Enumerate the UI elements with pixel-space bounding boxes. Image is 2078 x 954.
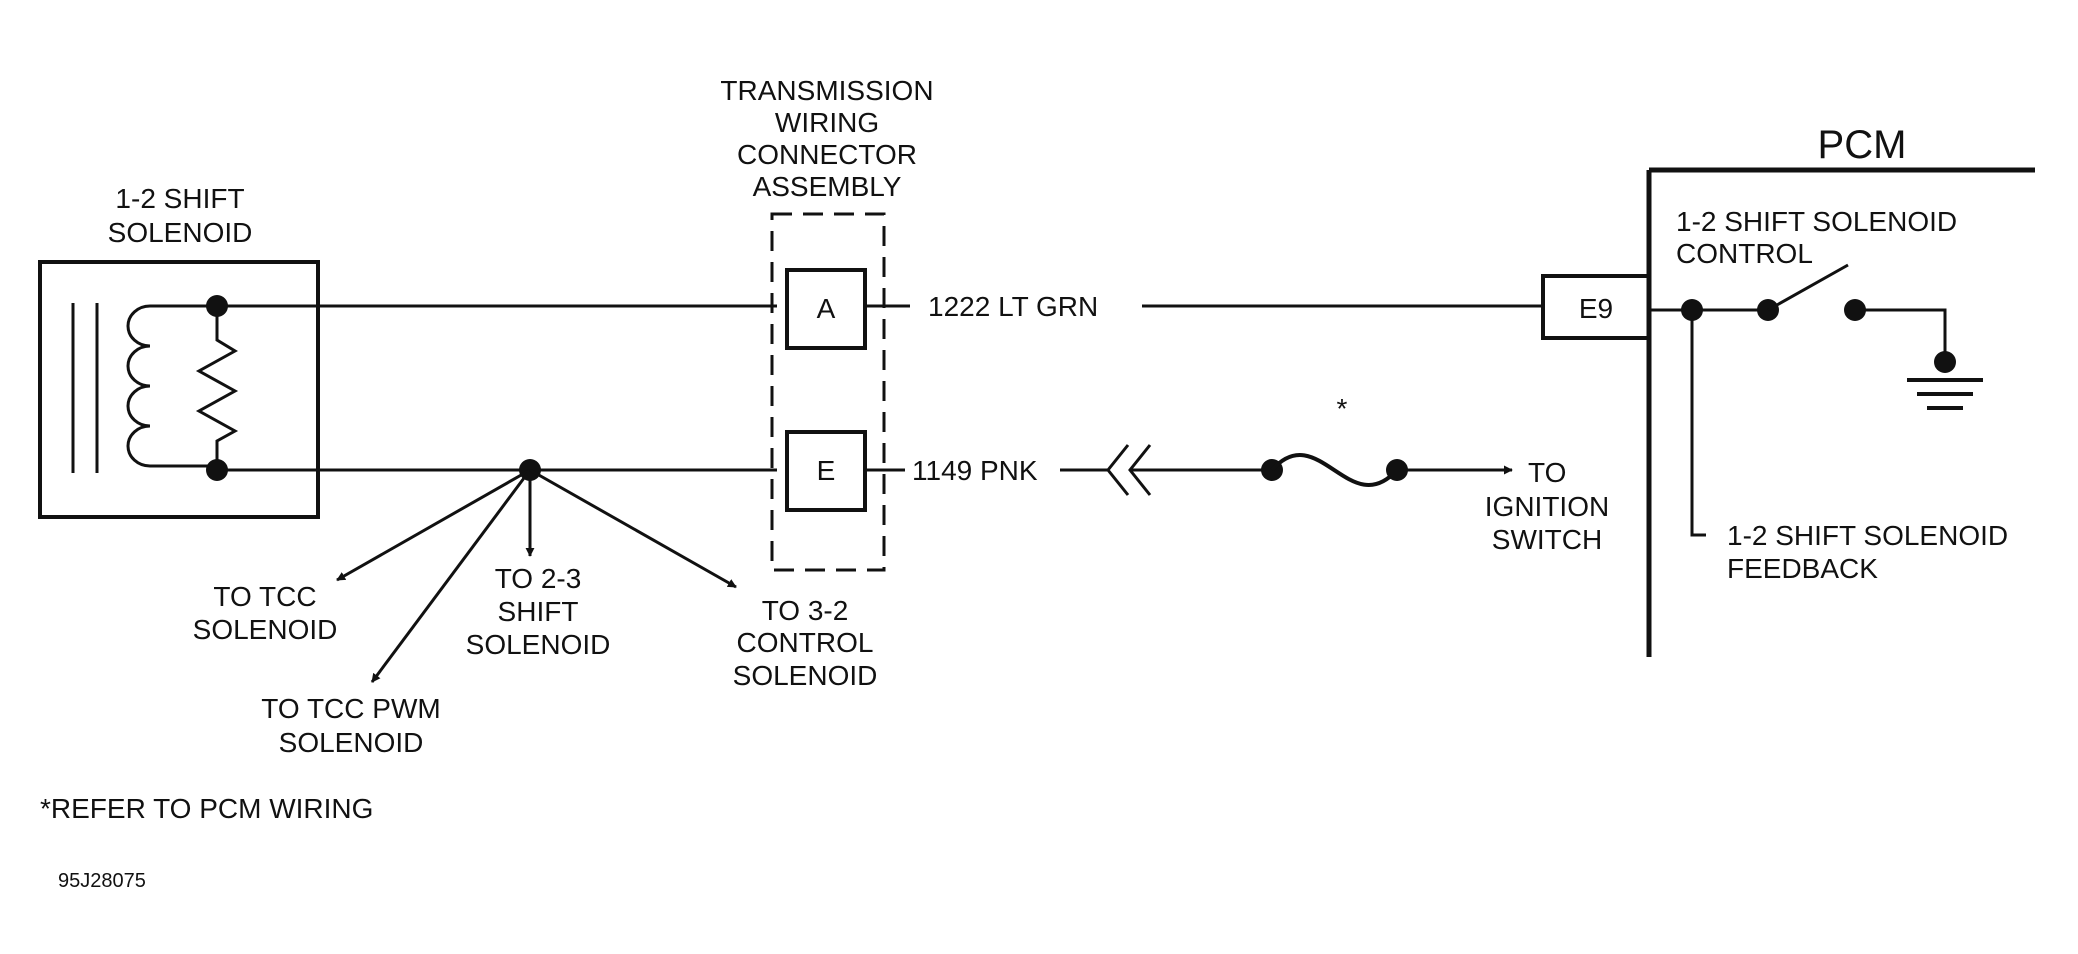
shift-solenoid-symbol — [38, 260, 320, 519]
figure-id: 95J28075 — [58, 870, 146, 892]
to-23-line-2: SHIFT — [498, 596, 579, 627]
wire-green-label: 1222 LT GRN — [928, 291, 1098, 322]
wire-1222-lt-grn: 1222 LT GRN — [217, 291, 1543, 322]
connector-dashed-outline — [770, 212, 886, 572]
pin-e-label: E — [817, 455, 836, 486]
shift-solenoid-title-line-2: SOLENOID — [108, 217, 253, 248]
to-23-label: TO 2-3 SHIFT SOLENOID — [466, 563, 611, 660]
branch-arrow-32 — [529, 468, 737, 589]
control-label-line-1: 1-2 SHIFT SOLENOID — [1676, 206, 1957, 237]
to-tcc-line-1: TO TCC — [213, 581, 316, 612]
to-ignition-line-3: SWITCH — [1492, 524, 1602, 555]
connector-title-line-3: CONNECTOR — [737, 139, 917, 170]
to-32-label: TO 3-2 CONTROL SOLENOID — [733, 595, 878, 691]
wire-pink-label: 1149 PNK — [912, 455, 1038, 486]
connector-title: TRANSMISSION WIRING CONNECTOR ASSEMBLY — [720, 75, 933, 202]
connector-title-line-4: ASSEMBLY — [753, 171, 902, 202]
solenoid-box — [38, 260, 320, 519]
feedback-label-line-2: FEEDBACK — [1727, 553, 1878, 584]
to-tcc-pwm-label: TO TCC PWM SOLENOID — [261, 693, 440, 758]
connector-title-line-1: TRANSMISSION — [720, 75, 933, 106]
to-tcc-pwm-line-2: SOLENOID — [279, 727, 424, 758]
ground-lead — [1855, 308, 1947, 360]
pin-e9-label: E9 — [1579, 293, 1613, 324]
pin-e-box — [785, 430, 867, 512]
pin-e9-box — [1541, 274, 1651, 340]
pcm-title: PCM — [1818, 123, 1907, 167]
splice-branches — [336, 459, 737, 683]
ground-node — [1934, 351, 1956, 373]
solenoid-coil — [126, 304, 217, 468]
to-32-line-1: TO 3-2 — [762, 595, 849, 626]
connector-title-line-2: WIRING — [775, 107, 879, 138]
ground-icon — [1907, 378, 1983, 410]
to-32-line-2: CONTROL — [737, 627, 874, 658]
inline-connector-left — [1106, 444, 1130, 496]
pin-e: E — [785, 430, 867, 512]
to-ignition-label: TO IGNITION SWITCH — [1485, 457, 1609, 555]
control-label: 1-2 SHIFT SOLENOID CONTROL — [1676, 206, 1957, 269]
control-switch-icon — [1767, 263, 1849, 312]
suppression-resistor — [195, 306, 239, 466]
shift-solenoid-title: 1-2 SHIFT SOLENOID — [108, 183, 253, 248]
feedback-label: 1-2 SHIFT SOLENOID FEEDBACK — [1727, 520, 2008, 584]
feedback-label-line-1: 1-2 SHIFT SOLENOID — [1727, 520, 2008, 551]
fuse-asterisk: * — [1337, 393, 1348, 424]
fuse-icon — [1270, 453, 1399, 487]
pcm-block: PCM E9 — [1541, 123, 2035, 657]
control-label-line-2: CONTROL — [1676, 238, 1813, 269]
to-32-line-3: SOLENOID — [733, 660, 878, 691]
pcm-internal-circuit — [1649, 263, 1983, 537]
wire-1149-pnk: 1149 PNK * — [217, 393, 1513, 496]
pin-a-label: A — [817, 293, 836, 324]
pin-a-box — [785, 268, 867, 350]
branch-arrow-tcc-pwm — [370, 469, 532, 683]
to-tcc-pwm-line-1: TO TCC PWM — [261, 693, 440, 724]
to-tcc-line-2: SOLENOID — [193, 614, 338, 645]
branch-arrow-tcc — [336, 468, 531, 582]
to-23-line-1: TO 2-3 — [495, 563, 582, 594]
to-tcc-label: TO TCC SOLENOID — [193, 581, 338, 645]
to-ignition-line-2: IGNITION — [1485, 491, 1609, 522]
to-ignition-line-1: TO — [1528, 457, 1566, 488]
footnote: *REFER TO PCM WIRING — [40, 793, 373, 824]
shift-solenoid-title-line-1: 1-2 SHIFT — [115, 183, 244, 214]
to-23-line-3: SOLENOID — [466, 629, 611, 660]
pin-a: A — [785, 268, 867, 350]
feedback-lead — [1690, 310, 1706, 537]
